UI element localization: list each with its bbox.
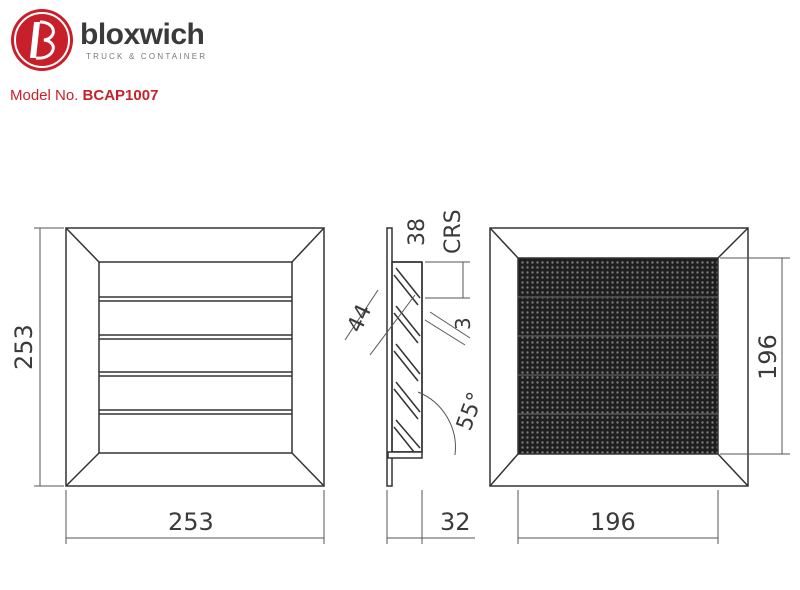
rear-dimensions	[517, 257, 790, 544]
side-crs-unit: CRS	[441, 209, 466, 254]
bloxwich-logo-icon	[11, 9, 73, 71]
side-angle-label: 55°	[452, 389, 489, 434]
front-dimensions	[34, 227, 325, 544]
side-crs-value: 38	[405, 218, 430, 246]
side-dimensions	[344, 261, 475, 544]
rear-width-label: 196	[590, 508, 636, 536]
side-view	[386, 227, 423, 487]
rear-view	[489, 227, 749, 487]
front-view	[65, 227, 325, 487]
model-label: Model No.	[10, 87, 79, 104]
model-number: Model No. BCAP1007	[10, 87, 158, 104]
front-height-label: 253	[10, 324, 38, 370]
model-value: BCAP1007	[82, 87, 159, 104]
header: bloxwich TRUCK & CONTAINER Model No. BCA…	[0, 0, 260, 110]
brand-tagline: TRUCK & CONTAINER	[86, 52, 208, 61]
side-thickness-label: 3	[451, 317, 475, 330]
front-width-label: 253	[168, 508, 214, 536]
rear-height-label: 196	[754, 334, 782, 380]
side-depth-label: 32	[440, 508, 471, 536]
side-slat-label: 44	[343, 301, 377, 337]
brand-name: bloxwich	[80, 18, 205, 51]
